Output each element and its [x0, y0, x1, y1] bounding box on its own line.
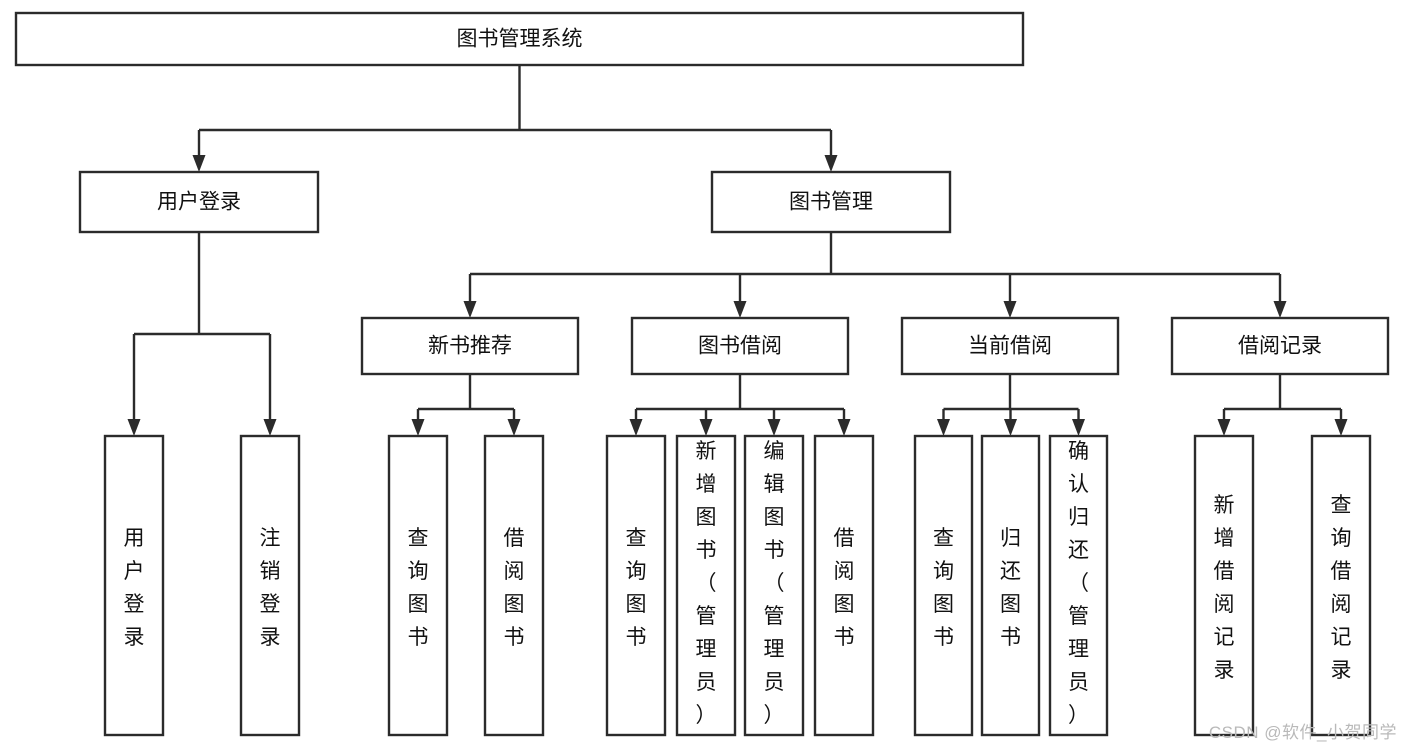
node-leaf-query-book-rec[interactable]: 查询图书: [387, 434, 449, 737]
edge-group-new-book-rec: [411, 374, 521, 436]
node-label-leaf-edit-book: 编辑图书（管理员）: [764, 440, 785, 727]
node-leaf-add-record[interactable]: 新增借阅记录: [1193, 434, 1255, 737]
node-box-leaf-query-book-current: [913, 434, 974, 737]
node-label-leaf-query-book-current: 查询图书: [933, 527, 954, 649]
node-label-root: 图书管理系统: [457, 28, 583, 51]
node-box-leaf-confirm-return: [1048, 434, 1109, 737]
node-box-leaf-user-login: [103, 434, 165, 737]
node-label-leaf-user-login: 用户登录: [124, 527, 145, 649]
node-leaf-query-record[interactable]: 查询借阅记录: [1310, 434, 1372, 737]
node-label-book-manage: 图书管理: [789, 191, 873, 214]
node-leaf-borrow-book[interactable]: 借阅图书: [813, 434, 875, 737]
node-label-leaf-borrow-book-rec: 借阅图书: [504, 527, 525, 649]
node-leaf-query-book-borrow[interactable]: 查询图书: [605, 434, 667, 737]
node-book-borrow[interactable]: 图书借阅: [630, 316, 850, 376]
edge-group-root: [192, 65, 838, 172]
edge-group-book-borrow: [629, 374, 851, 436]
nodes-layer: 图书管理系统用户登录图书管理新书推荐图书借阅当前借阅借阅记录用户登录注销登录查询…: [14, 11, 1390, 737]
node-box-user-login: [78, 170, 320, 234]
node-box-book-borrow: [630, 316, 850, 376]
node-box-current-borrow: [900, 316, 1120, 376]
edge-group-borrow-record: [1217, 374, 1348, 436]
node-book-manage[interactable]: 图书管理: [710, 170, 952, 234]
node-leaf-confirm-return[interactable]: 确认归还（管理员）: [1048, 434, 1109, 737]
node-label-leaf-add-book: 新增图书（管理员）: [696, 440, 717, 727]
node-leaf-query-book-current[interactable]: 查询图书: [913, 434, 974, 737]
node-label-borrow-record: 借阅记录: [1238, 335, 1322, 358]
watermark-text: CSDN @软件_小贺同学: [1208, 723, 1397, 742]
node-current-borrow[interactable]: 当前借阅: [900, 316, 1120, 376]
node-leaf-edit-book[interactable]: 编辑图书（管理员）: [743, 434, 805, 737]
node-label-leaf-logout: 注销登录: [260, 527, 281, 649]
node-root[interactable]: 图书管理系统: [14, 11, 1025, 67]
node-label-leaf-query-book-borrow: 查询图书: [626, 527, 647, 649]
node-box-leaf-query-record: [1310, 434, 1372, 737]
edge-group-book-manage: [463, 232, 1287, 318]
node-box-leaf-logout: [239, 434, 301, 737]
node-label-leaf-add-record: 新增借阅记录: [1214, 494, 1235, 682]
edge-group-current-borrow: [937, 374, 1085, 436]
node-leaf-logout[interactable]: 注销登录: [239, 434, 301, 737]
node-leaf-add-book[interactable]: 新增图书（管理员）: [675, 434, 737, 737]
node-box-leaf-add-book: [675, 434, 737, 737]
node-label-leaf-return-book: 归还图书: [1000, 527, 1021, 649]
node-label-new-book-rec: 新书推荐: [428, 335, 512, 358]
node-label-leaf-confirm-return: 确认归还（管理员）: [1068, 440, 1089, 727]
node-label-leaf-query-book-rec: 查询图书: [408, 527, 429, 649]
node-box-borrow-record: [1170, 316, 1390, 376]
node-borrow-record[interactable]: 借阅记录: [1170, 316, 1390, 376]
node-box-leaf-borrow-book: [813, 434, 875, 737]
node-label-user-login: 用户登录: [157, 191, 241, 214]
node-new-book-rec[interactable]: 新书推荐: [360, 316, 580, 376]
node-label-leaf-borrow-book: 借阅图书: [834, 527, 855, 649]
node-box-book-manage: [710, 170, 952, 234]
node-user-login[interactable]: 用户登录: [78, 170, 320, 234]
node-label-leaf-query-record: 查询借阅记录: [1331, 494, 1352, 682]
node-box-leaf-borrow-book-rec: [483, 434, 545, 737]
node-leaf-borrow-book-rec[interactable]: 借阅图书: [483, 434, 545, 737]
node-box-leaf-return-book: [980, 434, 1041, 737]
edge-group-user-login: [127, 232, 277, 436]
node-box-leaf-edit-book: [743, 434, 805, 737]
node-box-root: [14, 11, 1025, 67]
edges-layer: [127, 65, 1348, 436]
node-leaf-return-book[interactable]: 归还图书: [980, 434, 1041, 737]
node-box-leaf-query-book-rec: [387, 434, 449, 737]
node-label-current-borrow: 当前借阅: [968, 335, 1052, 358]
node-box-leaf-query-book-borrow: [605, 434, 667, 737]
node-box-leaf-add-record: [1193, 434, 1255, 737]
node-box-new-book-rec: [360, 316, 580, 376]
node-label-book-borrow: 图书借阅: [698, 335, 782, 358]
node-leaf-user-login[interactable]: 用户登录: [103, 434, 165, 737]
